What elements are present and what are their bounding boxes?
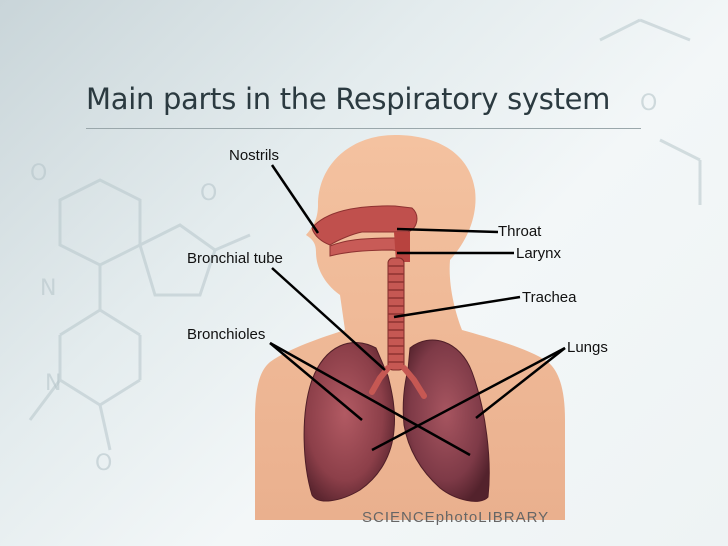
trachea-tube (388, 258, 404, 370)
credit-science: SCIENCE (362, 509, 436, 526)
label-bronchial-tube: Bronchial tube (187, 250, 283, 267)
body-silhouette (255, 135, 565, 520)
label-larynx: Larynx (516, 245, 562, 262)
credit-photo: photo (436, 509, 479, 526)
label-throat: Throat (498, 223, 542, 240)
label-nostrils: Nostrils (229, 147, 279, 164)
label-bronchioles: Bronchioles (187, 326, 265, 343)
science-photo-library-watermark: SCIENCEphotoLIBRARY (362, 509, 549, 526)
svg-text:SCIENCEphotoLIBRARY: SCIENCEphotoLIBRARY (362, 509, 549, 526)
label-lungs: Lungs (567, 339, 608, 356)
credit-library: LIBRARY (478, 509, 549, 526)
label-trachea: Trachea (522, 289, 577, 306)
